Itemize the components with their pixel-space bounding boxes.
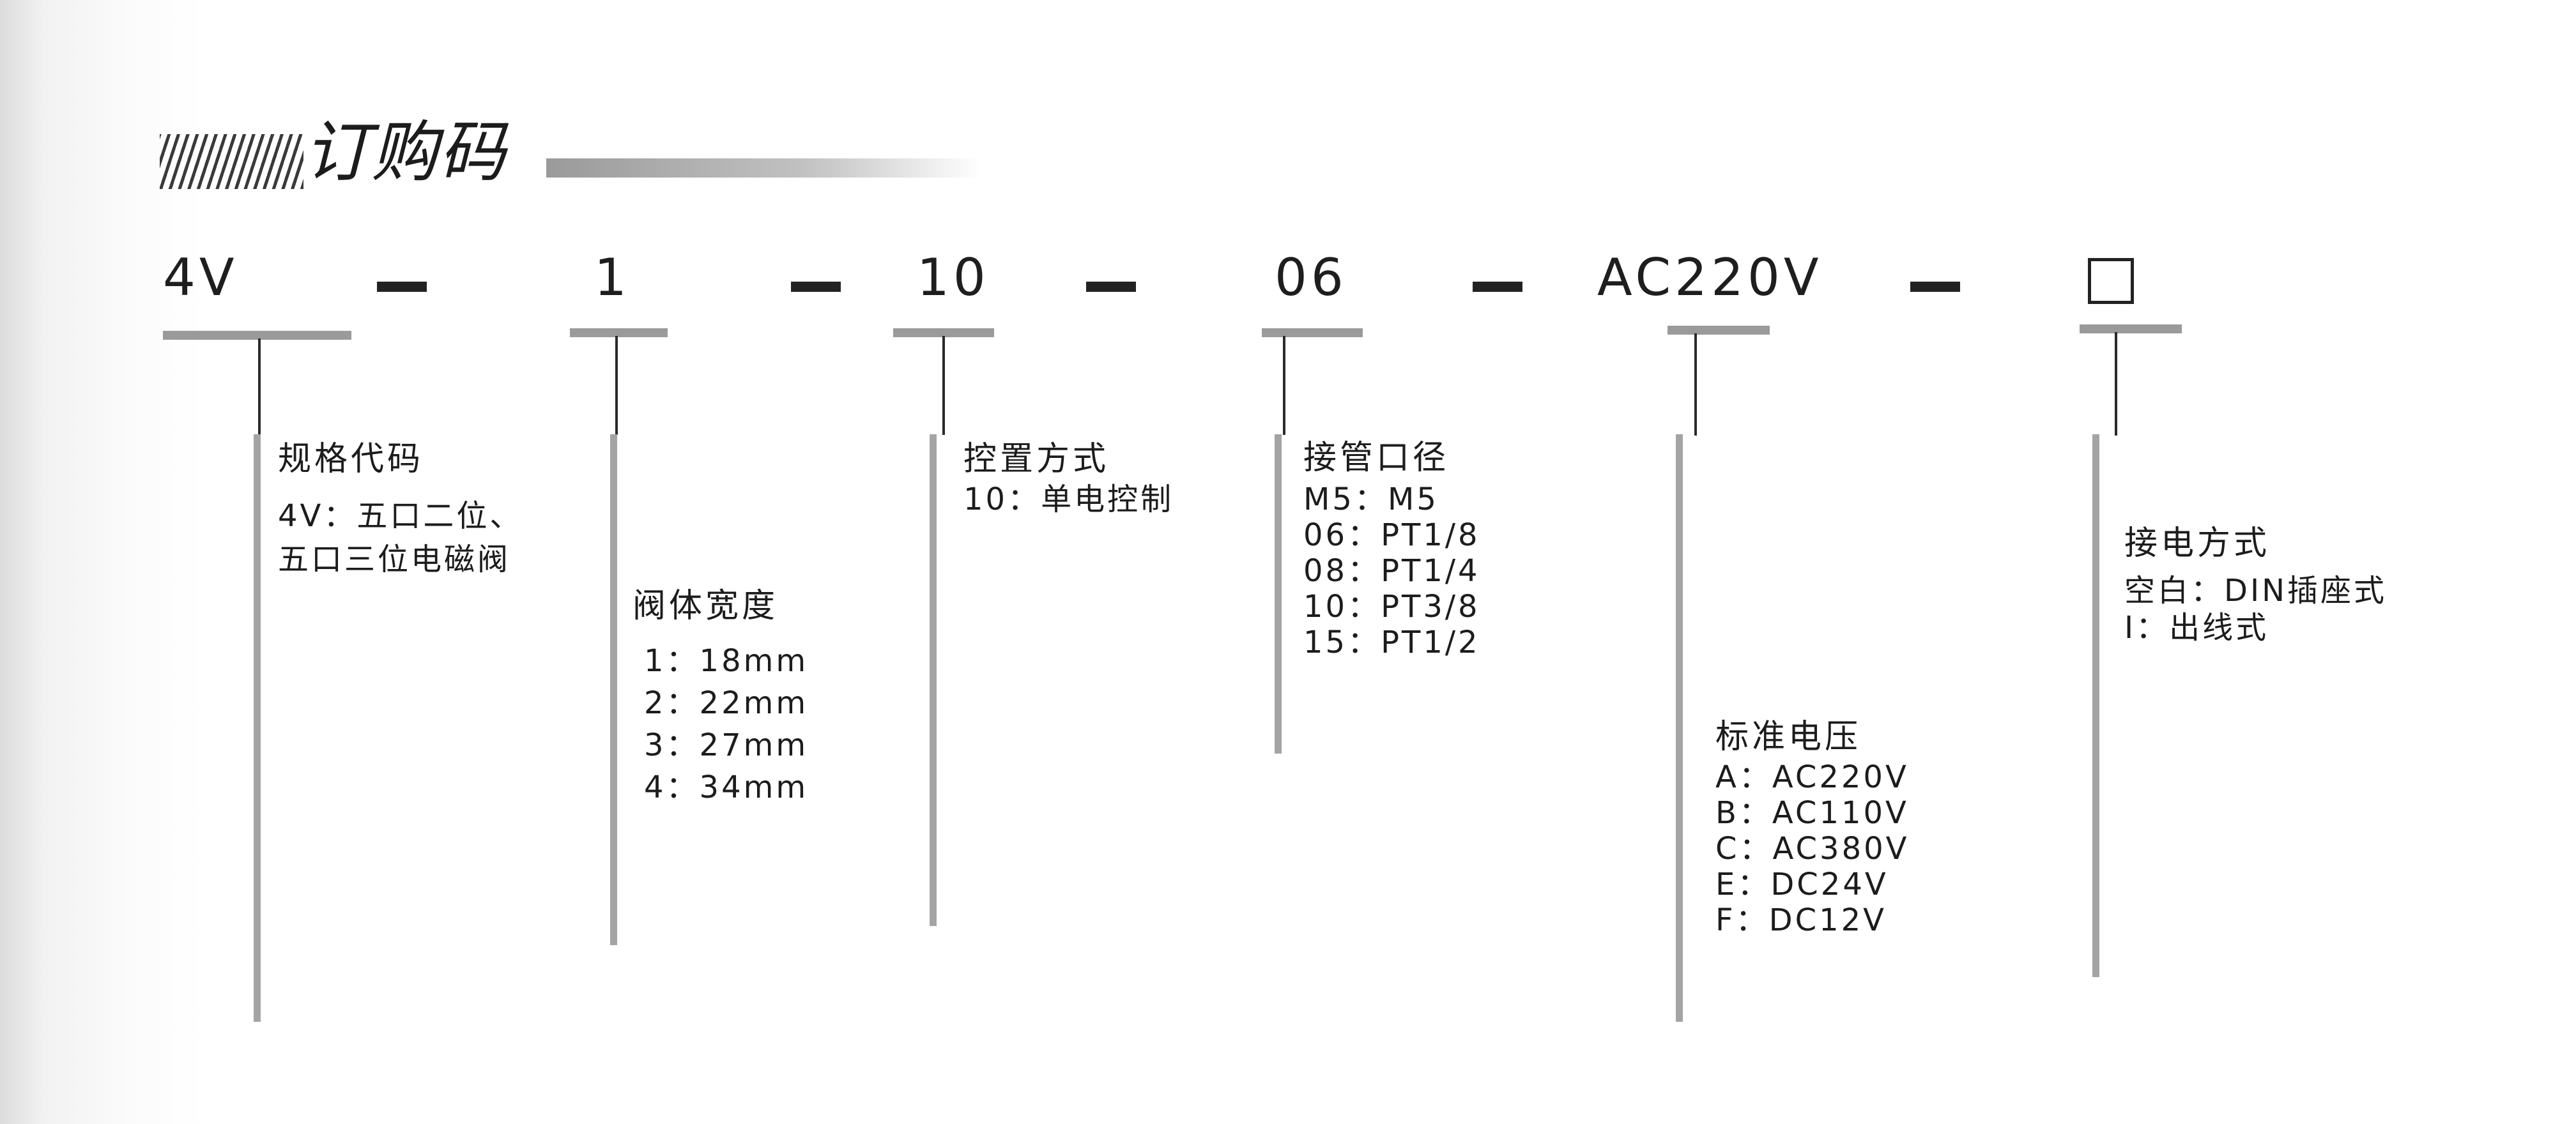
code-segment-voltage: AC220V bbox=[1597, 248, 1823, 307]
field-bar bbox=[930, 434, 937, 926]
code-segment-control: 10 bbox=[917, 248, 990, 307]
code-separator-dash bbox=[791, 282, 841, 292]
code-segment-width: 1 bbox=[594, 248, 631, 307]
connector-stem bbox=[1694, 333, 1697, 436]
field-title: 规格代码 bbox=[278, 440, 424, 478]
field-standard-voltage: 标准电压 A：AC220V B：AC110V C：AC380V E：DC24V … bbox=[1715, 718, 1909, 938]
connector-stem bbox=[1283, 336, 1285, 435]
code-segment-wiring-box bbox=[2088, 258, 2134, 304]
field-item: 2：22mm bbox=[644, 685, 809, 721]
field-bar bbox=[254, 434, 261, 1022]
connector-stem bbox=[615, 336, 618, 435]
heading-stripes-decoration bbox=[160, 134, 303, 189]
field-title: 接电方式 bbox=[2124, 524, 2271, 563]
field-title: 接管口径 bbox=[1303, 439, 1450, 477]
field-item: 五口三位电磁阀 bbox=[278, 541, 511, 577]
code-separator-dash bbox=[377, 282, 427, 292]
field-control-method: 控置方式 10：单电控制 bbox=[963, 440, 1174, 520]
code-underline bbox=[163, 331, 351, 340]
field-bar bbox=[1676, 434, 1683, 1022]
code-segment-port: 06 bbox=[1275, 248, 1347, 307]
field-spec-code: 规格代码 4V：五口二位、 五口三位电磁阀 bbox=[278, 440, 523, 581]
field-bar bbox=[2092, 434, 2099, 977]
field-item: 1：18mm bbox=[644, 642, 809, 679]
field-title: 控置方式 bbox=[963, 440, 1110, 478]
field-item: 10：单电控制 bbox=[963, 481, 1174, 517]
code-underline bbox=[570, 328, 668, 337]
code-separator-dash bbox=[1910, 282, 1960, 292]
field-body-width: 阀体宽度 1：18mm 2：22mm 3：27mm 4：34mm bbox=[632, 587, 809, 809]
field-item: 15：PT1/2 bbox=[1303, 624, 1480, 660]
field-item: 空白：DIN插座式 bbox=[2124, 572, 2388, 609]
field-item: B：AC110V bbox=[1715, 794, 1909, 831]
code-underline bbox=[1262, 328, 1363, 337]
field-item: 10：PT3/8 bbox=[1303, 588, 1480, 625]
field-item: M5：M5 bbox=[1303, 481, 1439, 517]
connector-stem bbox=[942, 336, 945, 435]
field-item: 06：PT1/8 bbox=[1303, 517, 1480, 553]
field-item: F：DC12V bbox=[1715, 902, 1887, 938]
field-title: 阀体宽度 bbox=[632, 587, 779, 625]
field-item: C：AC380V bbox=[1715, 830, 1910, 867]
code-separator-dash bbox=[1473, 282, 1522, 292]
field-item: A：AC220V bbox=[1715, 759, 1909, 795]
code-underline bbox=[893, 328, 994, 337]
field-item: 4：34mm bbox=[644, 769, 809, 805]
code-underline bbox=[2080, 324, 2182, 333]
field-item: 3：27mm bbox=[644, 727, 809, 763]
field-item: E：DC24V bbox=[1715, 866, 1889, 902]
heading-title: 订购码 bbox=[303, 113, 507, 191]
field-bar bbox=[1275, 434, 1282, 754]
field-bar bbox=[610, 434, 617, 945]
field-wiring-method: 接电方式 空白：DIN插座式 I：出线式 bbox=[2124, 524, 2388, 646]
field-item: 08：PT1/4 bbox=[1303, 552, 1480, 589]
heading-gradient-bar bbox=[546, 158, 981, 178]
field-item: 4V：五口二位、 bbox=[278, 497, 523, 534]
field-port-size: 接管口径 M5：M5 06：PT1/8 08：PT1/4 10：PT3/8 15… bbox=[1303, 439, 1480, 660]
field-title: 标准电压 bbox=[1715, 718, 1862, 756]
code-underline bbox=[1667, 326, 1770, 335]
code-segment-spec: 4V bbox=[163, 248, 238, 307]
code-separator-dash bbox=[1086, 282, 1136, 292]
connector-stem bbox=[2115, 332, 2117, 436]
field-item: I：出线式 bbox=[2124, 609, 2269, 646]
connector-stem bbox=[258, 338, 261, 434]
